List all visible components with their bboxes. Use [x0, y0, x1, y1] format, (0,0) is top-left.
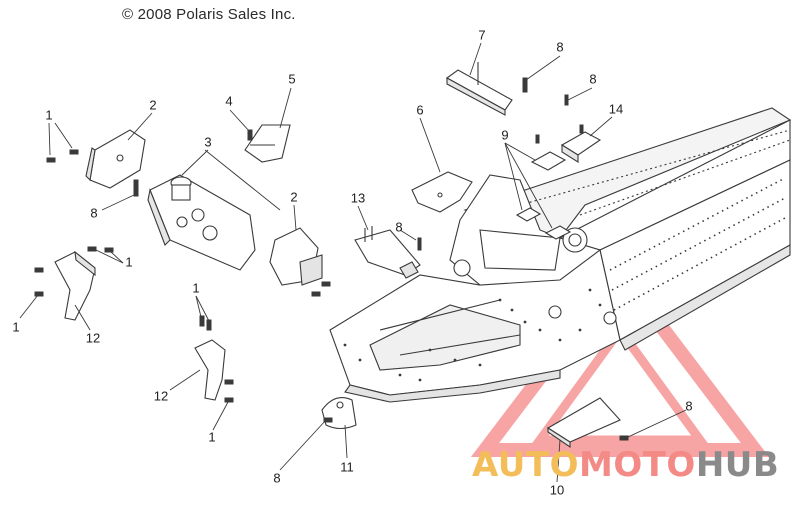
- callout-10: 10: [549, 482, 565, 498]
- part-10-plate: [546, 397, 621, 449]
- part-13-plate: [354, 226, 421, 279]
- part-3-housing: [147, 174, 256, 271]
- callout-4: 4: [225, 93, 233, 109]
- callout-1: 1: [45, 107, 53, 123]
- part-2-bracket-lower: [269, 227, 323, 286]
- callout-2: 2: [290, 189, 298, 205]
- callout-8: 8: [90, 205, 98, 221]
- callout-3: 3: [204, 134, 212, 150]
- callout-11: 11: [340, 459, 354, 475]
- watermark-logo: AUTOMOTOHUB: [472, 445, 779, 485]
- callout-13: 13: [350, 190, 366, 206]
- callout-12: 12: [153, 388, 169, 404]
- callout-1: 1: [125, 254, 133, 270]
- callout-5: 5: [288, 71, 296, 87]
- fasteners: [34, 77, 629, 441]
- part-2-bracket-upper: [85, 129, 146, 189]
- callout-9: 9: [501, 127, 509, 143]
- chassis-frame: [329, 107, 792, 403]
- callout-8: 8: [273, 470, 281, 486]
- callout-2: 2: [149, 97, 157, 113]
- part-6-plate: [411, 171, 473, 213]
- callout-8: 8: [556, 39, 564, 55]
- callout-12: 12: [85, 330, 101, 346]
- callout-6: 6: [416, 102, 424, 118]
- callout-1: 1: [192, 280, 200, 296]
- callout-14: 14: [608, 101, 624, 117]
- callout-8: 8: [685, 398, 693, 414]
- part-12-bracket-a: [54, 250, 96, 321]
- callout-1: 1: [208, 429, 216, 445]
- callout-7: 7: [478, 27, 486, 43]
- part-11-cap: [321, 397, 357, 430]
- callout-8: 8: [589, 71, 597, 87]
- part-14-bracket: [560, 131, 602, 163]
- part-5-plate: [244, 124, 291, 163]
- watermark-hub: HUB: [695, 445, 780, 485]
- watermark-moto: MOTO: [578, 445, 696, 485]
- part-9-clips: [515, 151, 572, 240]
- callout-1: 1: [12, 319, 20, 335]
- part-12-bracket-b: [194, 339, 226, 401]
- copyright-text: © 2008 Polaris Sales Inc.: [122, 6, 296, 23]
- callout-8: 8: [395, 219, 403, 235]
- watermark-auto: AUTO: [472, 445, 579, 485]
- part-7-channel: [445, 62, 513, 116]
- leader-lines: [19, 42, 687, 483]
